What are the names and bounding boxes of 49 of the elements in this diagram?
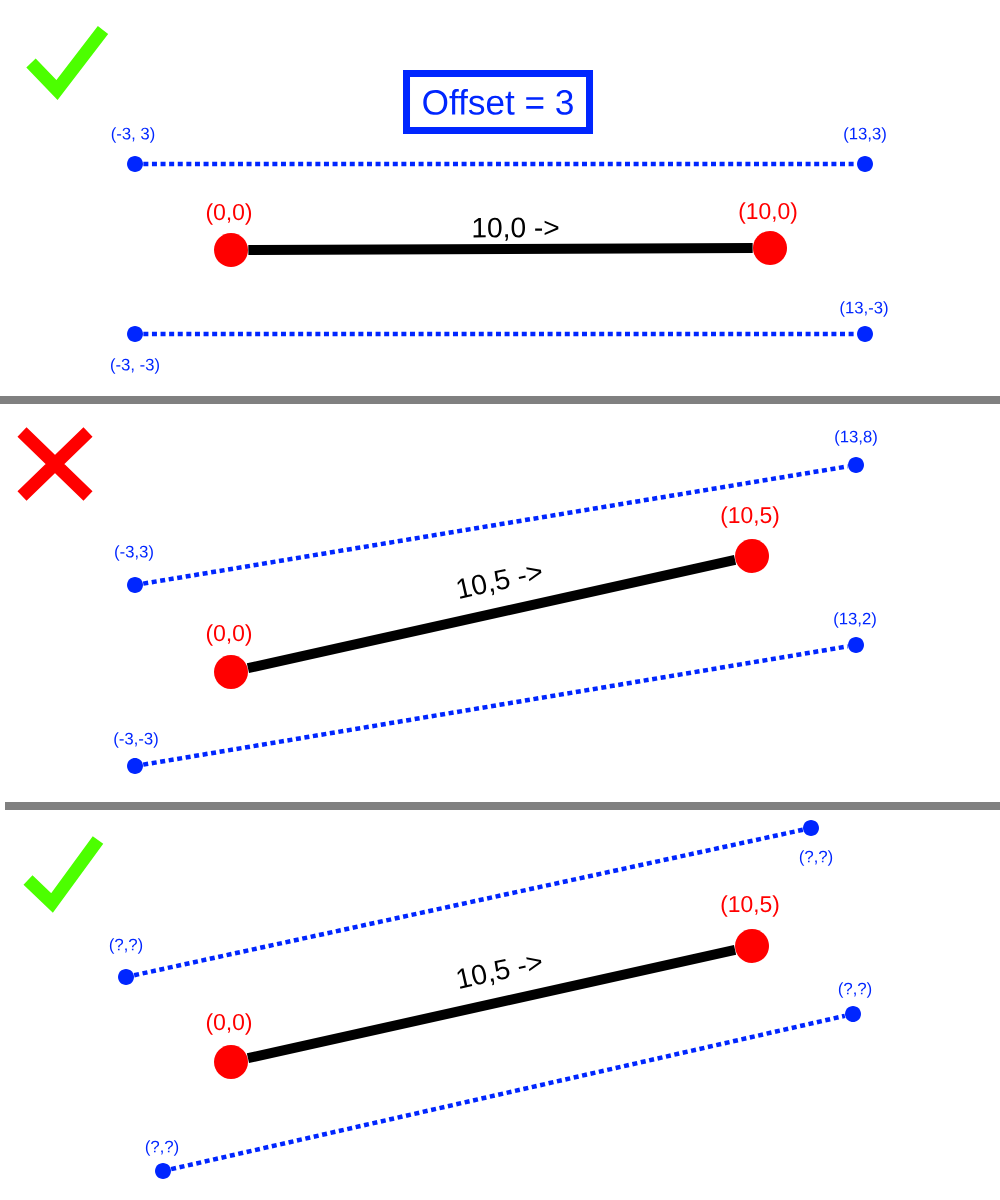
coordinate-label: (0,0) (206, 203, 252, 225)
coordinate-label: (13,-3) (840, 301, 888, 317)
coordinate-label: (?,?) (799, 850, 833, 866)
dotted-line (143, 161, 857, 167)
label-box: Offset = 3 (403, 70, 593, 134)
coordinate-label: (10,5) (721, 895, 779, 917)
offset-point-dot (848, 457, 864, 473)
offset-point-dot (803, 820, 819, 836)
offset-point-dot (127, 577, 143, 593)
coordinate-label: (13,3) (844, 127, 886, 143)
endpoint-dot (735, 929, 769, 963)
dotted-line (143, 331, 857, 337)
endpoint-dot (214, 233, 248, 267)
offset-point-dot (155, 1163, 171, 1179)
coordinate-label: (0,0) (206, 624, 252, 646)
offset-point-dot (118, 969, 134, 985)
dotted-line (133, 827, 804, 978)
offset-point-dot (857, 156, 873, 172)
coordinate-label: (0,0) (206, 1013, 252, 1035)
coordinate-label: (-3,-3) (114, 732, 158, 748)
dotted-line (142, 644, 849, 767)
dotted-line (142, 464, 849, 586)
edge-label: 10,0 -> (473, 217, 559, 241)
edge-label: 10,5 -> (457, 567, 542, 599)
coordinate-label: (13,8) (835, 430, 877, 446)
coordinate-label: (-3,3) (115, 545, 153, 561)
line-segment (248, 243, 753, 255)
offset-point-dot (127, 156, 143, 172)
endpoint-dot (735, 539, 769, 573)
endpoint-dot (753, 231, 787, 265)
offset-point-dot (848, 637, 864, 653)
line-segment (246, 944, 737, 1064)
dotted-line (170, 1013, 846, 1172)
coordinate-label: (13,2) (834, 612, 876, 628)
offset-point-dot (857, 326, 873, 342)
coordinate-label: (-3, 3) (111, 127, 155, 143)
line-segment (246, 554, 737, 674)
edge-label: 10,5 -> (457, 957, 542, 989)
coordinate-label: (?,?) (109, 938, 143, 954)
coordinate-label: (?,?) (145, 1140, 179, 1156)
coordinate-label: (-3, -3) (111, 358, 159, 374)
coordinate-label: (10,0) (739, 202, 797, 224)
coordinate-label: (10,5) (721, 506, 779, 528)
offset-point-dot (845, 1006, 861, 1022)
offset-point-dot (127, 758, 143, 774)
endpoint-dot (214, 1045, 248, 1079)
coordinate-label: (?,?) (838, 982, 872, 998)
offset-point-dot (127, 326, 143, 342)
endpoint-dot (214, 655, 248, 689)
